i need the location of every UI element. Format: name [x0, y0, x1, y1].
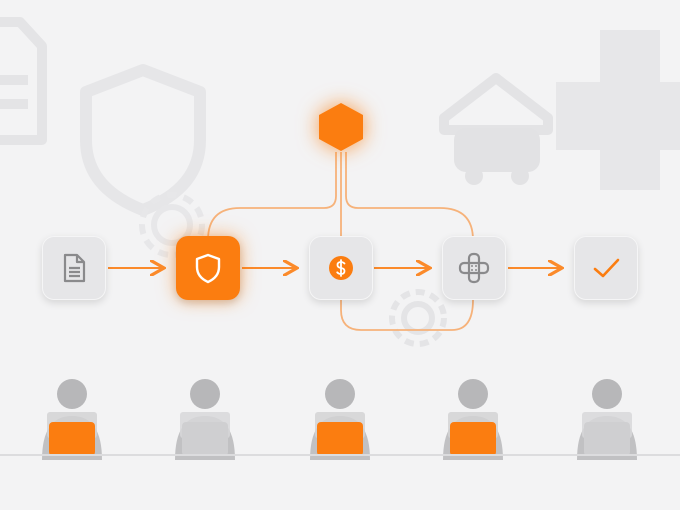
document-icon: [63, 253, 86, 283]
step-payment: [309, 236, 373, 300]
bg-document-icon: [0, 17, 47, 145]
bg-car-icon: [454, 128, 540, 185]
floor-line: [0, 454, 680, 456]
bg-gear-icon: [139, 192, 205, 258]
laptop-screen: [49, 422, 95, 456]
dollar-coin-icon: [329, 256, 353, 280]
hexagon-hub-icon: [319, 103, 363, 151]
bandage-icon: [458, 252, 490, 284]
step-approval: [574, 236, 638, 300]
laptop-screen: [317, 422, 363, 456]
person-laptop-icon: [443, 379, 503, 460]
laptop-screen: [584, 422, 630, 456]
bg-home-icon: [439, 73, 553, 135]
laptop-screen: [450, 422, 496, 456]
shield-icon: [195, 253, 221, 284]
bg-gear-icon: [389, 289, 447, 347]
person-laptop-icon: [175, 379, 235, 460]
step-protection: [176, 236, 240, 300]
laptop-screen: [182, 422, 228, 456]
hub-connectors: [207, 152, 474, 331]
person-laptop-icon: [577, 379, 637, 460]
checkmark-icon: [593, 258, 620, 278]
step-document: [42, 236, 106, 300]
person-laptop-icon: [42, 379, 102, 460]
person-laptop-icon: [310, 379, 370, 460]
step-health: [442, 236, 506, 300]
bg-medical-cross-icon: [556, 30, 680, 190]
